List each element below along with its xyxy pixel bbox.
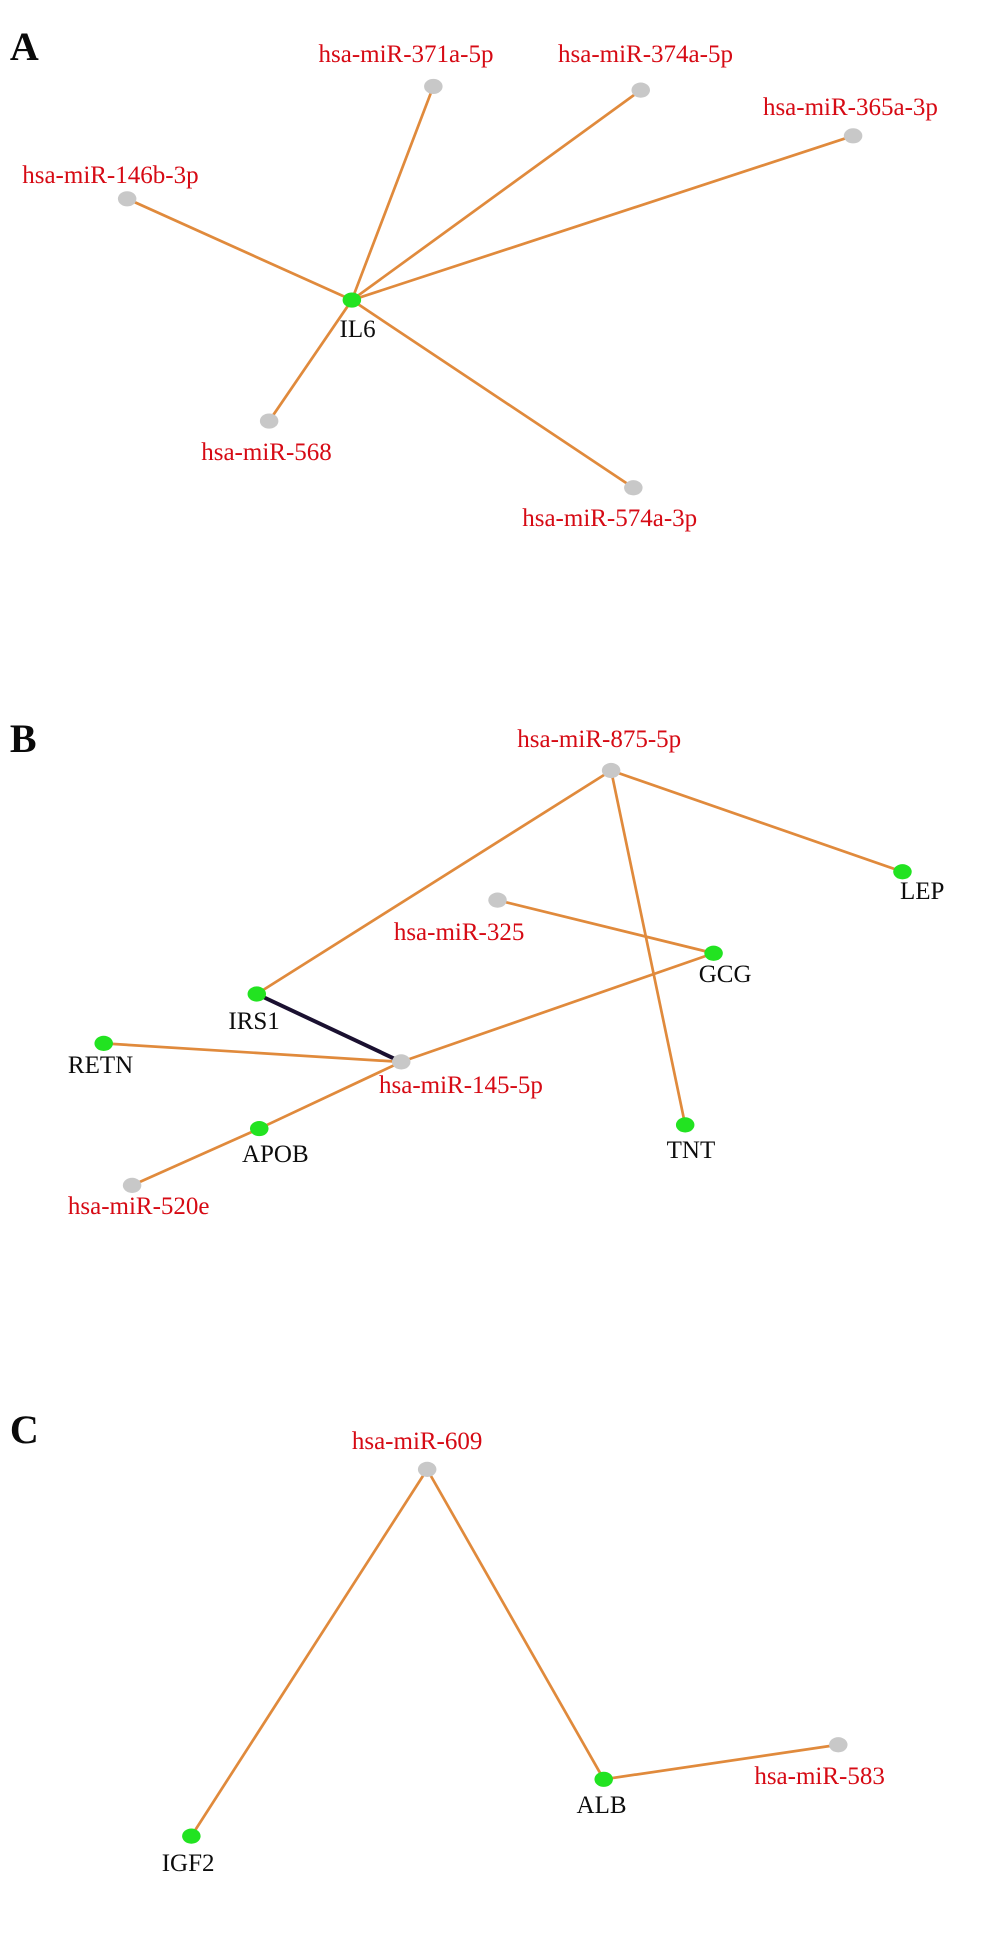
panel-letter-a: A — [9, 24, 39, 70]
network-edge — [425, 1468, 606, 1781]
panel-letter-b: B — [9, 715, 37, 761]
gene-label-retn: RETN — [67, 1052, 134, 1080]
network-edge — [602, 1743, 840, 1781]
network-edge — [350, 134, 855, 302]
mirna-node-mir-145-5p[interactable] — [391, 1054, 411, 1070]
network-edge — [350, 298, 635, 490]
mirna-label-mir-520e: hsa-miR-520e — [67, 1193, 210, 1221]
network-edge — [130, 1127, 261, 1187]
mirna-label-mir-365a-3p: hsa-miR-365a-3p — [762, 94, 938, 122]
mirna-node-mir-520e[interactable] — [122, 1177, 142, 1193]
mirna-label-mir-325: hsa-miR-325 — [393, 918, 525, 946]
mirna-label-mir-568: hsa-miR-568 — [201, 438, 332, 466]
gene-node-igf2[interactable] — [182, 1828, 201, 1844]
gene-node-tnt[interactable] — [675, 1117, 695, 1133]
gene-node-retn[interactable] — [94, 1035, 113, 1051]
network-edge — [190, 1468, 429, 1838]
gene-label-gcg: GCG — [698, 960, 752, 988]
gene-node-il6[interactable] — [342, 292, 362, 308]
panel-letter-c: C — [9, 1407, 39, 1453]
mirna-node-mir-875-5p[interactable] — [601, 762, 621, 779]
gene-label-lep: LEP — [900, 878, 945, 906]
mirna-label-mir-574a-3p: hsa-miR-574a-3p — [522, 505, 698, 533]
gene-label-tnt: TNT — [666, 1137, 716, 1165]
network-edge — [257, 1060, 403, 1130]
mirna-node-mir-371a-5p[interactable] — [424, 78, 443, 95]
network-edge — [609, 769, 904, 874]
mirna-label-mir-371a-5p: hsa-miR-371a-5p — [318, 40, 494, 68]
mirna-node-mir-146b-3p[interactable] — [117, 191, 137, 207]
gene-node-apob[interactable] — [250, 1120, 269, 1137]
network-edge — [399, 951, 715, 1064]
gene-label-apob: APOB — [241, 1141, 309, 1169]
gene-label-il6: IL6 — [339, 316, 376, 344]
mirna-label-mir-374a-5p: hsa-miR-374a-5p — [558, 40, 733, 68]
network-edge — [102, 1042, 403, 1064]
gene-node-lep[interactable] — [893, 864, 912, 880]
mirna-node-mir-365a-3p[interactable] — [843, 128, 863, 144]
gene-node-alb[interactable] — [594, 1771, 613, 1787]
mirna-label-mir-146b-3p: hsa-miR-146b-3p — [22, 161, 199, 189]
network-edge — [255, 769, 613, 996]
network-edge — [125, 197, 354, 302]
network-edge — [267, 298, 354, 423]
gene-node-gcg[interactable] — [704, 945, 723, 961]
edges-layer — [102, 85, 904, 1838]
network-edge — [350, 85, 435, 302]
network-edge — [496, 898, 715, 955]
network-edge — [254, 992, 404, 1064]
mirna-node-mir-568[interactable] — [259, 413, 279, 429]
gene-label-irs1: IRS1 — [228, 1007, 280, 1035]
mirna-node-mir-583[interactable] — [829, 1737, 848, 1753]
nodes-layer — [94, 78, 912, 1844]
mirna-label-mir-583: hsa-miR-583 — [754, 1763, 885, 1791]
mirna-label-mir-609: hsa-miR-609 — [351, 1427, 483, 1455]
mirna-node-mir-609[interactable] — [417, 1461, 437, 1477]
network-edge — [609, 769, 687, 1127]
mirna-node-mir-374a-5p[interactable] — [631, 82, 650, 98]
mirna-label-mir-145-5p: hsa-miR-145-5p — [379, 1072, 543, 1100]
network-edge — [350, 88, 643, 302]
mirna-node-mir-325[interactable] — [488, 892, 507, 908]
gene-node-irs1[interactable] — [247, 986, 267, 1002]
gene-label-igf2: IGF2 — [161, 1849, 215, 1877]
mirna-label-mir-875-5p: hsa-miR-875-5p — [517, 726, 682, 754]
mirna-node-mir-574a-3p[interactable] — [624, 480, 643, 496]
gene-label-alb: ALB — [576, 1791, 627, 1819]
